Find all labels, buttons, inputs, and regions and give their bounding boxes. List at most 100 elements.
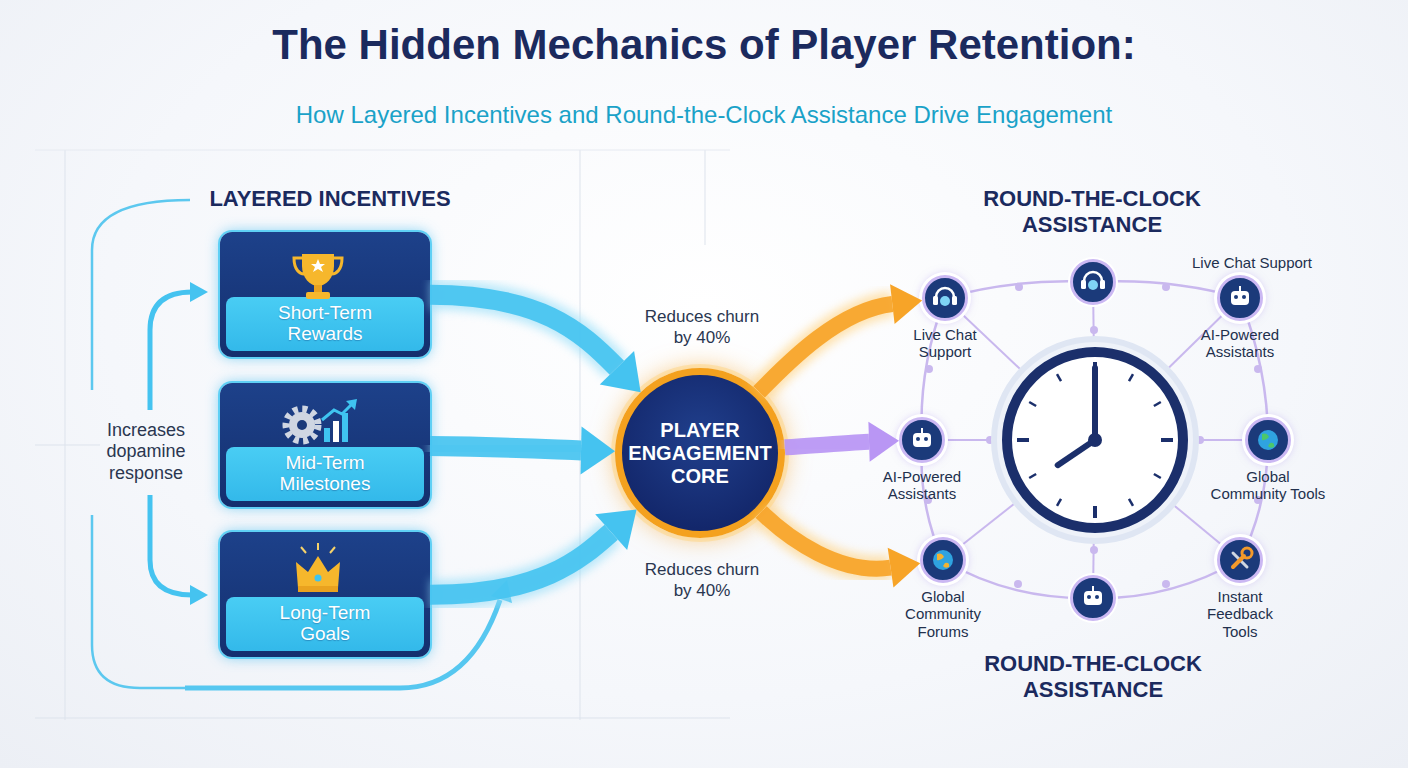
connector-line	[430, 532, 611, 595]
gear-chart-icon	[286, 399, 357, 442]
bracket-arrowhead	[190, 585, 208, 605]
connector-glow	[759, 304, 892, 392]
grid-line	[35, 718, 730, 719]
ring-spoke	[945, 298, 1095, 440]
ring-spoke	[1095, 439, 1268, 441]
icon-caption: Instant Feedback Tools	[1200, 588, 1280, 640]
robot-head	[1231, 291, 1249, 305]
ring-dot	[1254, 365, 1262, 373]
support-icon-node: Instant Feedback Tools	[1217, 537, 1263, 583]
ring-spoke	[922, 439, 1095, 441]
trophy-star	[311, 259, 325, 272]
incentive-box: Long-Term Goals	[220, 532, 430, 657]
icon-caption: Global Community Forums	[898, 588, 988, 640]
globe-icon	[1258, 430, 1278, 450]
clock-center	[1088, 433, 1102, 447]
icon-caption: AI-Powered Assistants	[1190, 326, 1290, 361]
bracket-arrow	[150, 292, 192, 410]
node-label: Global Community Tools	[1208, 468, 1328, 503]
crown-band	[298, 586, 338, 592]
flow-connector	[430, 426, 615, 474]
ring-dot	[1014, 580, 1022, 588]
wrench-handle	[1233, 556, 1244, 567]
clock-tick	[1093, 362, 1097, 374]
robot-eye	[916, 437, 920, 441]
headset-face	[1088, 280, 1098, 290]
headset-icon	[933, 288, 957, 306]
chart-trend	[322, 404, 352, 420]
trophy-cup	[302, 254, 334, 286]
clock-tick	[1029, 402, 1036, 406]
clock-face	[1007, 352, 1183, 528]
ring-dot	[986, 436, 994, 444]
clock-tick	[1129, 499, 1133, 506]
node-label: Short-Term Rewards	[258, 303, 393, 345]
chart-bar	[324, 428, 330, 442]
connector-line	[430, 446, 581, 450]
robot-eye	[1095, 595, 1099, 599]
connector-line	[785, 442, 869, 448]
connector-glow	[430, 446, 581, 450]
free-label: Live Chat Support	[1172, 254, 1332, 271]
icon-circle	[1072, 577, 1115, 620]
headset-face	[940, 296, 950, 306]
connector-line	[759, 304, 892, 392]
free-label: Reduces churn by 40%	[640, 559, 765, 602]
trophy-handle	[332, 258, 342, 274]
clock-tick	[1057, 499, 1061, 506]
free-label: LAYERED INCENTIVES	[180, 186, 480, 211]
node-label: Long-Term Goals	[258, 603, 393, 645]
node-label: AI-Powered Assistants	[872, 468, 972, 503]
icon-caption: Live Chat Support	[900, 326, 990, 361]
gear-body	[289, 412, 315, 438]
robot-icon	[913, 428, 931, 447]
bracket-arrow	[150, 495, 192, 595]
robot-head	[1084, 591, 1102, 605]
clock-halo	[994, 339, 1196, 541]
robot-eye	[1234, 295, 1238, 299]
chart-trend-head	[346, 399, 357, 410]
bracket-arrowhead	[190, 282, 208, 302]
flow-connector	[430, 295, 641, 392]
clock-hand	[1058, 440, 1095, 465]
clock-tick	[1154, 474, 1161, 478]
robot-antenna	[1239, 286, 1241, 291]
node-label: Instant Feedback Tools	[1200, 588, 1280, 640]
incentive-bracket	[92, 200, 512, 688]
grid-line	[705, 150, 706, 245]
ring-dot	[1015, 283, 1023, 291]
node-label: Mid-Term Milestones	[258, 453, 393, 495]
support-icon-node: Live Chat Support	[922, 275, 968, 321]
clock-tick	[1057, 374, 1061, 381]
headset-ear	[933, 296, 938, 305]
connector-arrowhead	[581, 426, 616, 474]
trophy-handle	[294, 258, 304, 274]
box-band: Long-Term Goals	[226, 597, 424, 651]
node-label: Live Chat Support	[900, 326, 990, 361]
clock-tick	[1154, 402, 1161, 406]
globe-sea	[1258, 430, 1278, 450]
free-label: ROUND-THE-CLOCK ASSISTANCE	[967, 186, 1217, 239]
connector-arrowhead	[595, 510, 636, 551]
support-icon-node: AI-Powered Assistants	[899, 417, 945, 463]
ring-dot	[925, 365, 933, 373]
connector-arrowhead	[890, 284, 922, 324]
feedback-arrowhead	[491, 580, 512, 603]
headset-ear	[952, 296, 957, 305]
crown-sparkle	[330, 547, 335, 553]
incentive-box: Mid-Term Milestones	[220, 383, 430, 507]
ring-dot	[1090, 326, 1098, 334]
gear-hole	[297, 420, 307, 430]
ring-dot	[1090, 546, 1098, 554]
support-icon-node: Global Community Forums	[920, 537, 966, 583]
icon-halo	[1068, 573, 1118, 623]
grid-line	[65, 150, 66, 720]
wrench-icon	[1233, 548, 1252, 567]
trophy-base	[306, 292, 330, 299]
ring-spoke	[1093, 282, 1095, 440]
flow-connector	[785, 422, 899, 462]
ring-spoke	[1095, 298, 1240, 440]
support-icon-node: Global Community Tools	[1245, 417, 1291, 463]
icon-caption: Global Community Tools	[1208, 468, 1328, 503]
robot-eye	[1242, 295, 1246, 299]
